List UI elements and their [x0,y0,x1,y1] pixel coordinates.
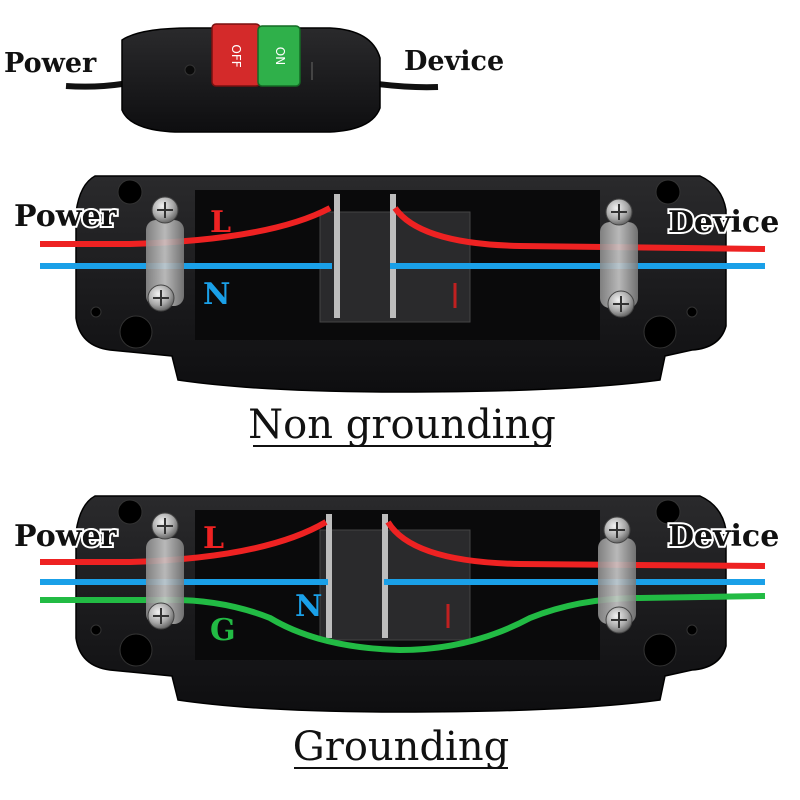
screw-slot [153,608,169,624]
power-cable [65,81,123,90]
screw-slot [153,290,169,306]
cable-clamp [598,538,636,624]
top-switch: Power Device OFF ON [4,23,504,133]
screw-slot [609,522,625,538]
off-button-label: OFF [229,44,243,67]
neutral-wire-label: N [203,277,230,312]
on-button-label: ON [273,47,287,65]
caption-non-grounding: Non grounding [248,402,556,448]
ground-wire-label: G [210,613,236,648]
mount-hole-icon [90,306,102,318]
mount-hole-icon [655,179,681,205]
mount-hole-icon [117,179,143,205]
terminal [326,514,332,638]
mount-hole-icon [119,315,153,349]
mount-hole-icon [117,499,143,525]
power-label: Power [14,519,118,554]
screw-slot [613,296,629,312]
device-cable [377,81,439,91]
grounding-diagram: Power Device L N G Grounding [12,495,781,770]
mount-hole-icon [686,306,698,318]
power-label: Power [4,48,97,79]
live-wire-label: L [203,521,224,556]
screw-slot [157,202,173,218]
cable-clamp [600,222,638,308]
power-label: Power [14,199,118,234]
mount-hole-icon [90,624,102,636]
switch-hole-icon [184,64,196,76]
live-wire-out [392,206,766,252]
caption-grounding: Grounding [293,724,509,770]
mount-hole-icon [119,633,153,667]
terminal [334,194,340,318]
non-grounding-diagram: Power Device L N Non grounding [12,175,781,448]
mount-hole-icon [686,624,698,636]
terminal [382,514,388,638]
live-wire-label: L [210,205,231,240]
screw-slot [611,204,627,220]
device-label: Device [668,205,779,240]
cable-clamp [146,220,184,306]
cable-clamp [146,538,184,624]
neutral-wire-label: N [295,589,322,624]
mount-hole-icon [655,499,681,525]
mount-hole-icon [643,633,677,667]
mount-hole-icon [643,315,677,349]
terminal [390,194,396,318]
live-wire-out [385,520,766,569]
ground-wire [40,593,766,654]
screw-slot [157,518,173,534]
screw-slot [611,612,627,628]
device-label: Device [668,519,779,554]
device-label: Device [404,46,504,77]
on-button[interactable] [257,25,301,87]
